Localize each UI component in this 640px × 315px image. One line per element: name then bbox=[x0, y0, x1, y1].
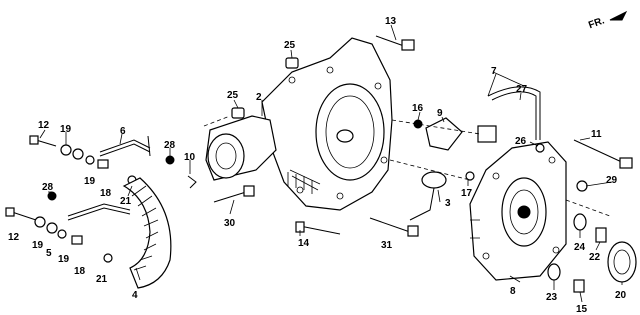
callout-10: 10 bbox=[184, 152, 196, 163]
washer bbox=[46, 222, 58, 234]
speedometer-gear bbox=[409, 171, 447, 221]
callout-6: 6 bbox=[120, 126, 126, 137]
housing-extension bbox=[205, 115, 277, 181]
bolt-30 bbox=[213, 185, 255, 203]
callout-15: 15 bbox=[576, 304, 588, 315]
washer bbox=[72, 148, 84, 160]
washer bbox=[34, 216, 46, 228]
front-direction-indicator: FR. bbox=[587, 10, 628, 31]
washer bbox=[85, 155, 95, 165]
callout-26: 26 bbox=[515, 136, 527, 147]
nut bbox=[71, 235, 83, 245]
callout-20: 20 bbox=[615, 290, 627, 301]
callout-11: 11 bbox=[591, 129, 602, 140]
bolt-12 bbox=[11, 211, 37, 221]
callout-31: 31 bbox=[381, 240, 393, 251]
callout-23: 23 bbox=[546, 292, 558, 303]
callout-18: 18 bbox=[74, 266, 86, 277]
shift-rod-5 bbox=[67, 203, 131, 221]
dowel-pin bbox=[285, 57, 299, 69]
callout-30: 30 bbox=[224, 218, 236, 229]
callout-21: 21 bbox=[120, 196, 132, 207]
callout-16: 16 bbox=[412, 103, 424, 114]
callout-2: 2 bbox=[256, 92, 262, 103]
callout-12: 12 bbox=[38, 120, 50, 131]
alignment-lines bbox=[203, 115, 611, 217]
callout-19: 19 bbox=[84, 176, 96, 187]
callout-13: 13 bbox=[385, 16, 397, 27]
leader-lines bbox=[39, 24, 623, 303]
bolt-14 bbox=[295, 221, 341, 235]
callout-25: 25 bbox=[284, 40, 296, 51]
clip-10 bbox=[187, 175, 197, 189]
bellows-boot bbox=[122, 177, 172, 289]
callout-19: 19 bbox=[32, 240, 44, 251]
callout-8: 8 bbox=[510, 286, 516, 297]
callout-9: 9 bbox=[437, 108, 443, 119]
callout-27: 27 bbox=[516, 84, 528, 95]
drain-bolt bbox=[573, 279, 585, 293]
shift-rod-6 bbox=[99, 135, 151, 157]
bolt-13 bbox=[375, 35, 415, 51]
dowel-pin bbox=[231, 107, 245, 119]
callout-labels: 13 25 25 2 7 27 9 16 11 26 17 3 12 19 6 … bbox=[8, 16, 627, 315]
washer bbox=[60, 144, 72, 156]
washer bbox=[547, 263, 561, 281]
callout-5: 5 bbox=[46, 248, 52, 259]
bolt-31 bbox=[369, 217, 419, 237]
callout-22: 22 bbox=[589, 252, 601, 263]
callout-17: 17 bbox=[461, 188, 473, 199]
callout-12: 12 bbox=[8, 232, 20, 243]
bolt-11 bbox=[573, 139, 633, 169]
plug bbox=[595, 227, 607, 243]
bolt-28 bbox=[165, 155, 175, 165]
clutch-housing bbox=[261, 37, 393, 211]
callout-3: 3 bbox=[445, 198, 451, 209]
callout-19: 19 bbox=[60, 124, 72, 135]
bolt-12 bbox=[35, 139, 57, 147]
washer bbox=[57, 229, 67, 239]
callout-28: 28 bbox=[42, 182, 54, 193]
callout-18: 18 bbox=[100, 188, 112, 199]
bolt-28 bbox=[47, 191, 57, 201]
oil-seal bbox=[607, 241, 637, 283]
callout-21: 21 bbox=[96, 274, 108, 285]
nut bbox=[97, 159, 109, 169]
front-arrow-icon bbox=[609, 10, 628, 21]
transfer-cover bbox=[469, 141, 567, 281]
bolt-17 bbox=[465, 171, 475, 181]
bracket-9 bbox=[425, 117, 463, 151]
callout-24: 24 bbox=[574, 242, 586, 253]
callout-28: 28 bbox=[164, 140, 176, 151]
clip bbox=[103, 253, 113, 263]
washer bbox=[573, 213, 587, 231]
bolt-29 bbox=[576, 180, 588, 192]
breather-tube bbox=[477, 86, 541, 143]
callout-4: 4 bbox=[132, 290, 138, 301]
callout-29: 29 bbox=[606, 175, 618, 186]
callout-7: 7 bbox=[491, 66, 497, 77]
callout-14: 14 bbox=[298, 238, 310, 249]
front-direction-label: FR. bbox=[587, 15, 606, 31]
callout-19: 19 bbox=[58, 254, 70, 265]
callout-25: 25 bbox=[227, 90, 239, 101]
